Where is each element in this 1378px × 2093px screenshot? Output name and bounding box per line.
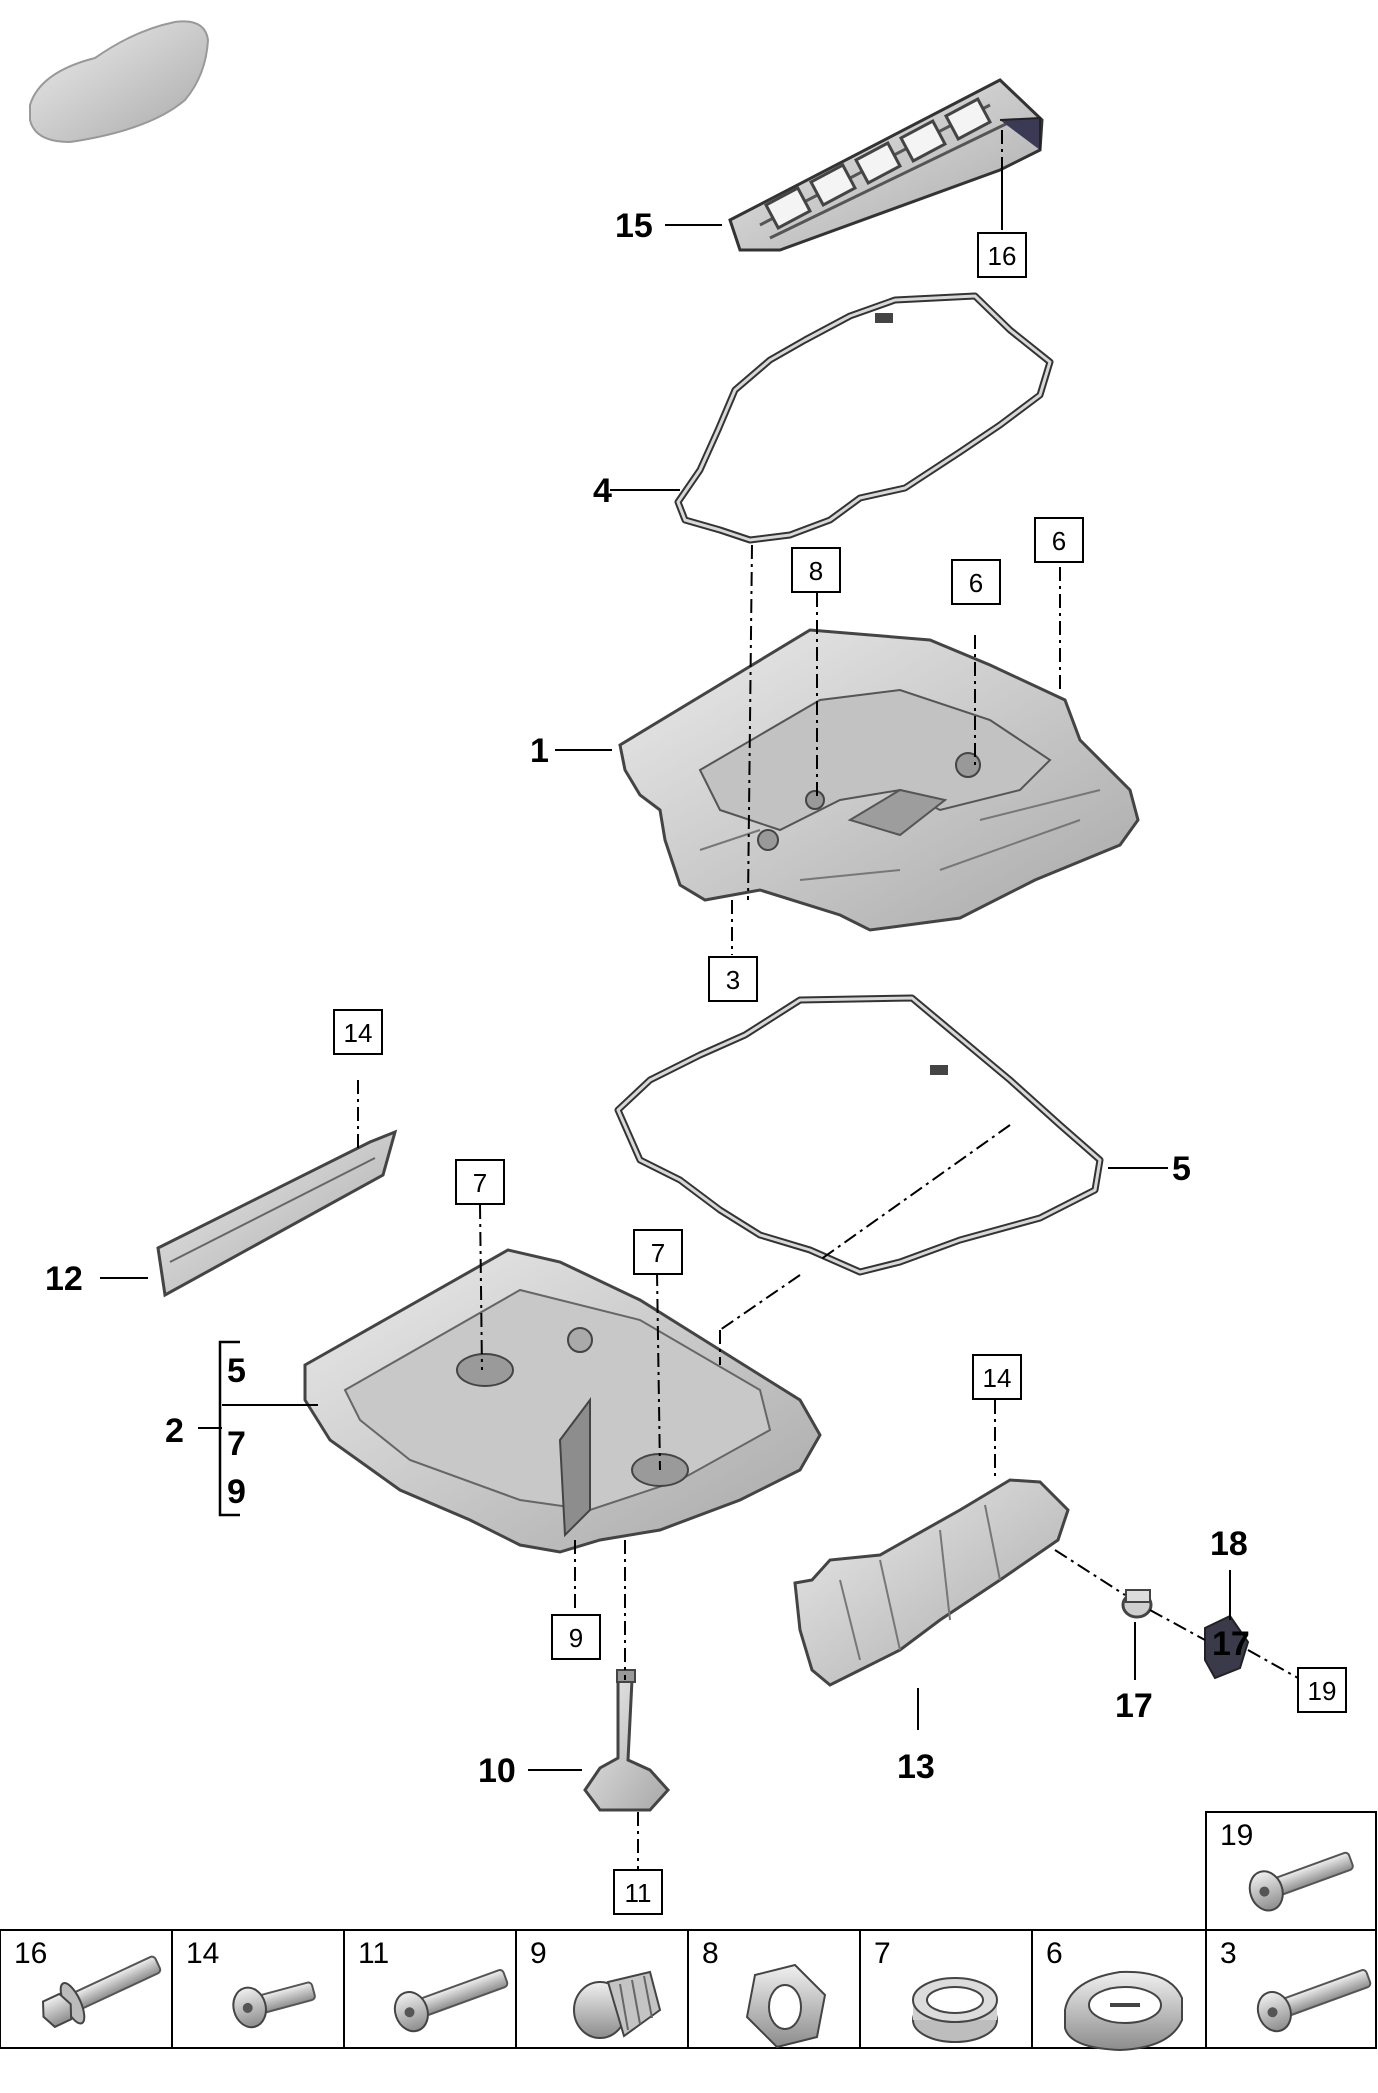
box-19: 19 [1297,1667,1347,1713]
seal-ring-icon [912,1977,998,2043]
legend-num-3: 3 [1220,1937,1237,1970]
box-6a: 6 [951,559,1001,605]
flange-bolt-icon [42,1955,162,2029]
dash-dot-lines [357,130,1299,1870]
grommet-icon [1064,1970,1183,2052]
svg-text:16: 16 [988,241,1017,271]
legend-num-9: 9 [530,1937,547,1970]
svg-text:9: 9 [569,1623,583,1653]
legend-num-19: 19 [1220,1819,1253,1852]
group-item-5: 5 [227,1352,246,1390]
leader-lines [100,170,1231,1771]
box-11: 11 [613,1869,663,1915]
legend-num-6: 6 [1046,1937,1063,1970]
svg-text:8: 8 [809,556,823,586]
fastener-legend: 19 16 14 11 [0,1811,1377,2052]
boxed-references: 16 8 6 6 3 14 7 7 9 11 14 19 [333,232,1347,1915]
bolt-icon [393,1969,509,2033]
svg-text:14: 14 [983,1363,1012,1393]
svg-text:7: 7 [473,1168,487,1198]
legend-num-16: 16 [14,1937,47,1970]
short-bolt-icon [232,1981,316,2029]
callout-5: 5 [1172,1150,1191,1188]
svg-text:6: 6 [1052,526,1066,556]
bolt-icon [1248,1851,1354,1912]
box-8: 8 [791,547,841,593]
svg-text:11: 11 [625,1878,652,1908]
group-bracket [218,1340,240,1517]
box-7a: 7 [455,1159,505,1205]
callout-1: 1 [530,732,549,770]
box-14b: 14 [972,1354,1022,1400]
vehicle-silhouette-icon [29,20,210,144]
legend-num-11: 11 [358,1937,389,1970]
part-15-bearing-bridge [728,78,1044,252]
nut-icon [745,1963,827,2049]
callout-4: 4 [593,472,612,510]
box-14a: 14 [333,1009,383,1055]
callout-15: 15 [615,207,653,245]
bolt-icon [1256,1969,1372,2033]
svg-text:19: 19 [1308,1676,1337,1706]
box-7b: 7 [633,1229,683,1275]
box-16: 16 [977,232,1027,278]
callout-10: 10 [478,1752,516,1790]
svg-text:14: 14 [344,1018,373,1048]
part-17-clip [1121,1589,1153,1619]
svg-text:6: 6 [969,568,983,598]
part-13-heat-shield [793,1478,1070,1687]
group-item-7: 7 [227,1425,246,1463]
svg-text:3: 3 [726,965,740,995]
box-6b: 6 [1034,517,1084,563]
legend-num-14: 14 [186,1937,219,1970]
group-item-9: 9 [227,1473,246,1511]
callout-12: 12 [45,1260,83,1298]
callout-17b: 17 [1212,1625,1250,1663]
part-4-upper-gasket [674,292,1054,544]
part-12-bracket [156,1129,398,1298]
part-callouts: 15 4 1 5 12 2 5 7 9 10 13 17 17 18 [45,207,1250,1790]
drain-plug-icon [573,1970,662,2039]
part-10-oil-level-sensor [583,1669,671,1812]
callout-18: 18 [1210,1525,1248,1563]
callout-2: 2 [165,1412,184,1450]
legend-num-7: 7 [874,1937,891,1970]
part-2-lower-oil-pan [303,1248,822,1554]
svg-text:7: 7 [651,1238,665,1268]
callout-17: 17 [1115,1687,1153,1725]
callout-13: 13 [897,1748,935,1786]
box-3: 3 [708,956,758,1002]
part-5-lower-gasket [614,994,1104,1276]
legend-num-8: 8 [702,1937,719,1970]
box-9: 9 [551,1614,601,1660]
